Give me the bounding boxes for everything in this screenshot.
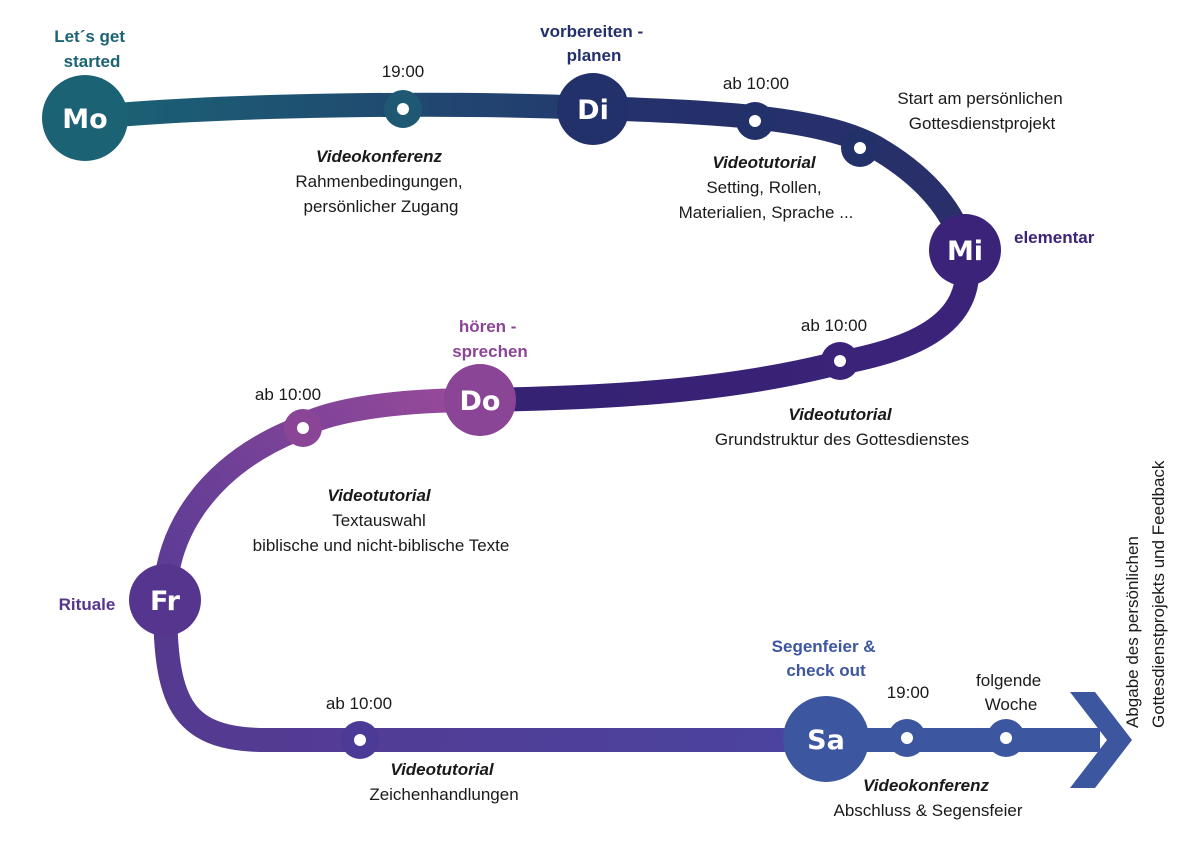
- day-node-mi: Mi: [929, 214, 1001, 286]
- event-text-sa-1: Videokonferenz Abschluss & Segensfeier: [834, 776, 1023, 820]
- marker-do-fr: [284, 409, 322, 447]
- time-sa-1: 19:00: [887, 683, 930, 702]
- time-di-mi-1: ab 10:00: [723, 74, 789, 93]
- day-label-sa: Sa: [807, 725, 845, 756]
- marker-di-mi-2: [841, 129, 879, 167]
- marker-mi-do: [821, 342, 859, 380]
- day-node-fr: Fr: [129, 564, 201, 636]
- day-node-sa: Sa: [783, 696, 869, 782]
- day-label-di: Di: [577, 95, 609, 126]
- path-fr-sa: [153, 599, 826, 752]
- event-text-di-mi-1: Videotutorial Setting, Rollen, Materiali…: [679, 153, 854, 222]
- marker-sa-1: [888, 719, 926, 757]
- event-text-mi-do: Videotutorial Grundstruktur des Gottesdi…: [715, 405, 969, 449]
- topic-mo: Let´s get started: [54, 27, 130, 71]
- event-text-di-mi-2: Start am persönlichen Gottesdienstprojek…: [897, 89, 1066, 133]
- time-fr-sa: ab 10:00: [326, 694, 392, 713]
- event-text-mo-di: Videokonferenz Rahmenbedingungen, persön…: [295, 147, 466, 216]
- topic-di: vorbereiten - planen: [540, 22, 648, 65]
- topic-sa: Segenfeier & check out: [772, 637, 881, 680]
- day-node-di: Di: [557, 73, 629, 145]
- arrow-head-icon: [1070, 692, 1132, 788]
- path-mo-di: [83, 92, 594, 130]
- day-label-mi: Mi: [947, 236, 983, 267]
- path-mi-do: [479, 247, 980, 412]
- event-text-do-fr: Videotutorial Textauswahl biblische und …: [253, 486, 510, 555]
- time-do-fr: ab 10:00: [255, 385, 321, 404]
- time-mo-di: 19:00: [382, 62, 425, 81]
- topic-do: hören - sprechen: [452, 317, 528, 361]
- topic-fr: Rituale: [59, 595, 116, 614]
- event-text-fr-sa: Videotutorial Zeichenhandlungen: [369, 760, 518, 804]
- day-node-do: Do: [444, 364, 516, 436]
- day-label-mo: Mo: [62, 104, 107, 135]
- day-label-do: Do: [460, 386, 501, 417]
- marker-di-mi-1: [736, 102, 774, 140]
- topic-mi: elementar: [1014, 228, 1095, 247]
- marker-fr-sa: [341, 721, 379, 759]
- day-label-fr: Fr: [150, 586, 181, 617]
- time-sa-2: folgende Woche: [976, 671, 1046, 714]
- marker-mo-di: [384, 90, 422, 128]
- final-note: Abgabe des persönlichen Gottesdienstproj…: [1123, 460, 1168, 728]
- marker-sa-2: [987, 719, 1025, 757]
- day-node-mo: Mo: [42, 75, 128, 161]
- time-mi-do: ab 10:00: [801, 316, 867, 335]
